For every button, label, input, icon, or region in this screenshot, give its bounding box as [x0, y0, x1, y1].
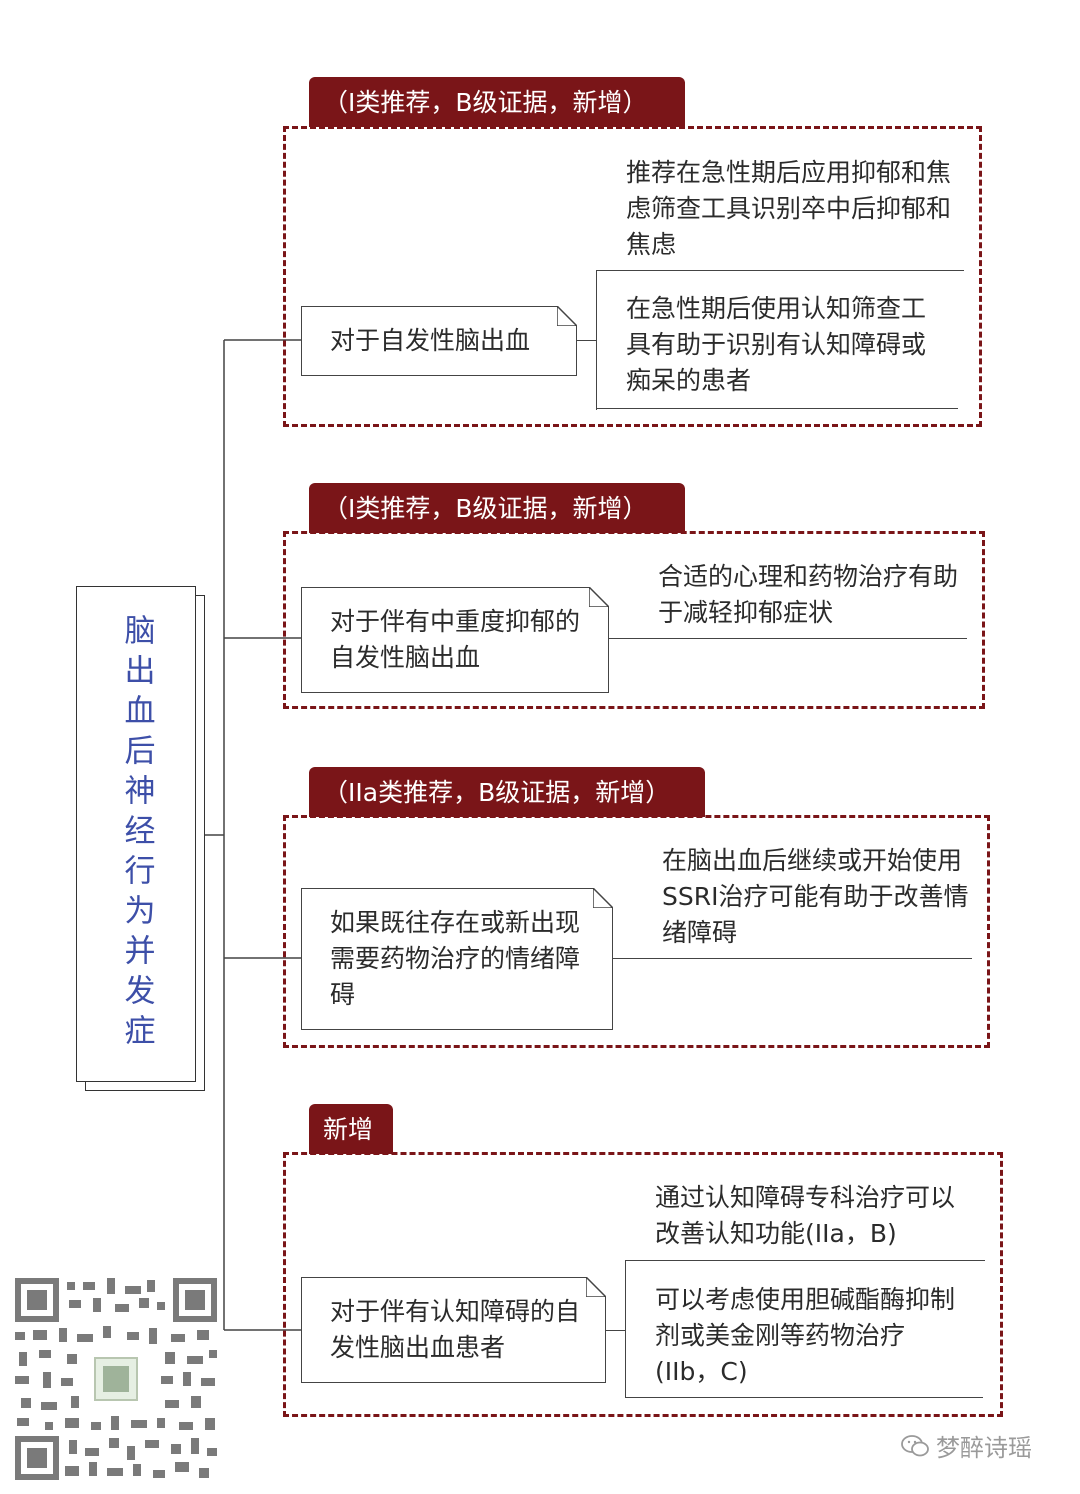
- section-1-rec-divider: [596, 270, 597, 410]
- section-1-rec-1: 推荐在急性期后应用抑郁和焦虑筛查工具识别卒中后抑郁和焦虑: [626, 158, 952, 259]
- section-1-tag: （I类推荐，B级证据，新增）: [309, 77, 685, 127]
- section-2-condition: 对于伴有中重度抑郁的自发性脑出血: [301, 587, 609, 693]
- section-4-link: [606, 1330, 625, 1331]
- section-1-frame: [283, 126, 982, 427]
- section-1-condition: 对于自发性脑出血: [301, 306, 577, 376]
- fold-corner-icon: [557, 306, 577, 326]
- chat-bubble-icon: [901, 1434, 929, 1456]
- condition-label: 对于伴有认知障碍的自发性脑出血患者: [330, 1297, 581, 1362]
- section-1-rec-2: 在急性期后使用认知筛查工具有助于识别有认知障碍或痴呆的患者: [626, 294, 927, 395]
- section-4-condition: 对于伴有认知障碍的自发性脑出血患者: [301, 1277, 606, 1383]
- section-1-rec-2-underline: [596, 408, 958, 409]
- watermark-text: 梦醉诗瑶: [936, 1434, 1032, 1462]
- section-4-rec-1: 通过认知障碍专科治疗可以改善认知功能(IIa，B): [655, 1183, 956, 1248]
- section-4-tag: 新增: [309, 1104, 393, 1154]
- root-title: 脑出血后神经行为并发症: [118, 614, 155, 1054]
- condition-label: 对于伴有中重度抑郁的自发性脑出血: [330, 607, 581, 672]
- condition-label: 对于自发性脑出血: [330, 326, 531, 355]
- section-4-rec-2-underline: [625, 1397, 983, 1398]
- section-4-rec-2: 可以考虑使用胆碱酯酶抑制剂或美金刚等药物治疗(IIb，C): [655, 1285, 956, 1386]
- section-2-tag: （I类推荐，B级证据，新增）: [309, 483, 685, 533]
- section-3-rec-1: 在脑出血后继续或开始使用SSRI治疗可能有助于改善情绪障碍: [662, 846, 969, 947]
- section-3-rec-1-underline: [613, 958, 972, 959]
- section-4-rec-divider: [625, 1260, 626, 1398]
- section-2-rec-1-underline: [609, 638, 967, 639]
- qr-code: [15, 1278, 217, 1480]
- section-4-frame: [283, 1152, 1003, 1417]
- fold-corner-icon: [586, 1277, 606, 1297]
- section-4-rec-1-underline: [625, 1260, 985, 1261]
- section-3-frame: [283, 815, 990, 1048]
- fold-corner-icon: [589, 587, 609, 607]
- fold-corner-icon: [593, 888, 613, 908]
- section-3-condition: 如果既往存在或新出现需要药物治疗的情绪障碍: [301, 888, 613, 1030]
- section-1-rec-1-underline: [596, 270, 964, 271]
- section-1-link: [577, 340, 596, 341]
- section-2-frame: [283, 531, 985, 709]
- root-node: 脑出血后神经行为并发症: [76, 586, 196, 1082]
- section-3-tag: （IIa类推荐，B级证据，新增）: [309, 767, 705, 817]
- watermark: 梦醉诗瑶: [900, 1428, 1032, 1463]
- section-2-rec-1: 合适的心理和药物治疗有助于减轻抑郁症状: [658, 562, 959, 627]
- condition-label: 如果既往存在或新出现需要药物治疗的情绪障碍: [330, 908, 581, 1009]
